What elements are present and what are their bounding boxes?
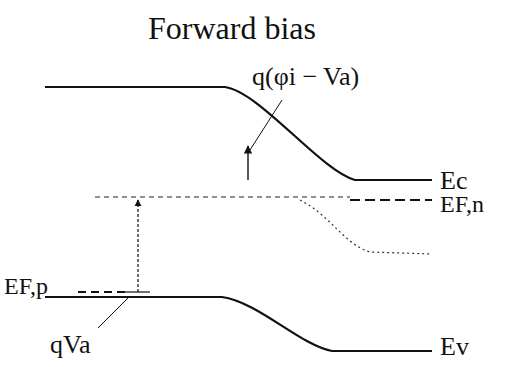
voltage-label: qVa — [50, 332, 90, 358]
diagram-title: Forward bias — [148, 12, 316, 44]
band-label: EF,n — [440, 192, 484, 216]
qva-arrow — [137, 200, 138, 292]
band-label: EF,p — [4, 274, 48, 298]
quasi-fermi-n — [95, 196, 350, 197]
qva-tick — [125, 291, 150, 292]
barrier-label: q(φi − Va) — [252, 64, 359, 90]
band-label: Ev — [440, 334, 469, 360]
barrier-arrow — [247, 146, 248, 180]
valence-band — [45, 297, 432, 351]
band-label: Ec — [440, 168, 467, 194]
fermi-level-p — [78, 291, 130, 293]
qva-leader — [98, 298, 128, 328]
barrier-leader — [250, 100, 282, 150]
quasi-fermi-p — [300, 200, 432, 254]
conduction-band — [45, 87, 432, 180]
fermi-level-n — [350, 199, 432, 201]
